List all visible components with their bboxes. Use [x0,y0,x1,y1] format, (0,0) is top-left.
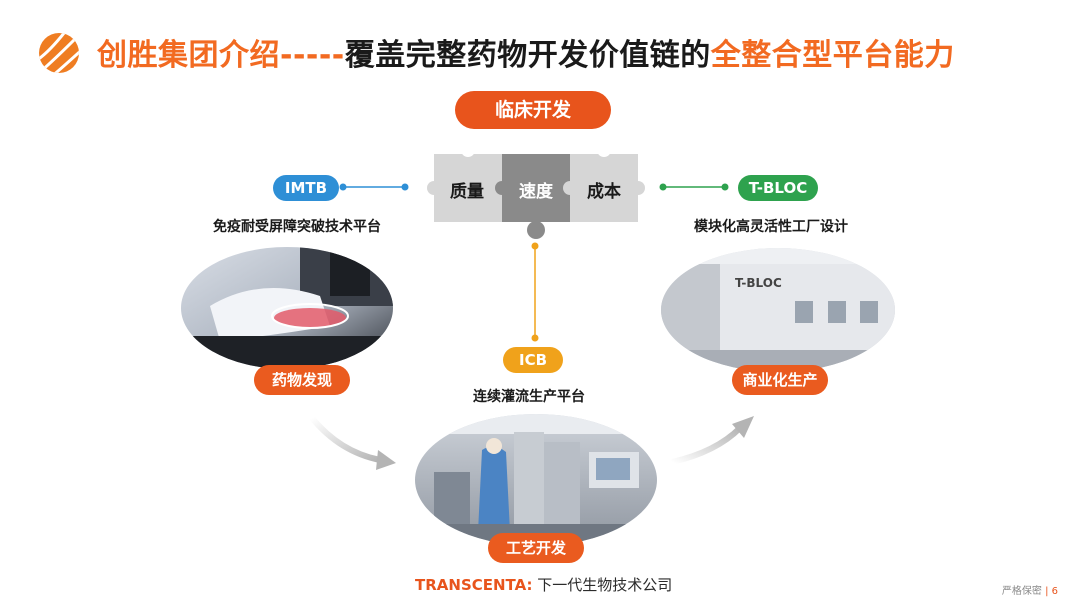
company-logo-icon [39,33,79,73]
puzzle-label-cost: 成本 [587,182,621,202]
title-part-3: 全整合型平台能力 [710,38,955,73]
confidential-marker: 严格保密 | 6 [1002,582,1058,597]
drug-discovery-label: 药物发现 [254,365,350,395]
puzzle-piece-cost [563,143,645,222]
footer-separator: | [1045,586,1049,597]
title-part-2: 覆盖完整药物开发价值链的 [344,38,711,73]
factory-photo [661,248,895,372]
title-part-1: 创胜集团介绍----- [97,38,345,73]
puzzle-label-speed: 速度 [519,182,553,202]
puzzle-label-quality: 质量 [450,182,484,202]
icb-tag: ICB [503,347,563,373]
footer-tagline: TRANSCENTA: 下一代生物技术公司 [415,574,672,595]
page-number: 6 [1051,586,1058,597]
footer-brand: TRANSCENTA: [415,576,533,594]
process-development-label: 工艺开发 [488,533,584,563]
clinical-development-pill: 临床开发 [455,91,611,129]
tbloc-wall-sign: T-BLOC [735,276,782,290]
footer-text: 下一代生物技术公司 [532,576,673,594]
imtb-tag: IMTB [273,175,339,201]
puzzle-piece-speed [495,154,570,239]
confidential-text: 严格保密 [1001,586,1042,597]
bioreactor-photo [415,414,657,546]
tbloc-subtitle: 模块化高灵活性工厂设计 [694,219,848,235]
lab-research-photo [181,247,393,369]
puzzle-piece-quality [427,154,502,222]
page-title: 创胜集团介绍-----覆盖完整药物开发价值链的全整合型平台能力 [97,30,955,74]
icb-subtitle: 连续灌流生产平台 [473,389,585,405]
imtb-subtitle: 免疫耐受屏障突破技术平台 [213,219,381,235]
tbloc-tag: T-BLOC [738,175,818,201]
puzzle-graphic [427,143,645,239]
commercial-production-label: 商业化生产 [732,365,828,395]
